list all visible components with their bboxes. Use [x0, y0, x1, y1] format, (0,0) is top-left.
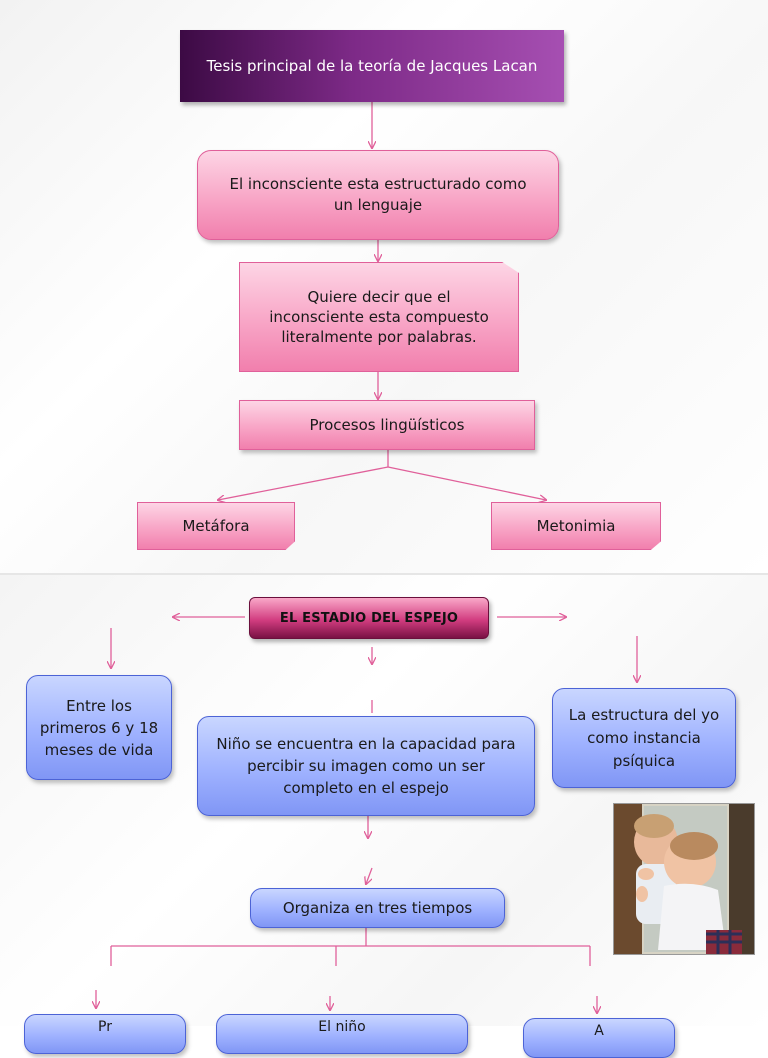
- node-estructura-yo: La estructura del yo como instancia psíq…: [552, 688, 736, 788]
- node-edad: Entre los primeros 6 y 18 meses de vida: [26, 675, 172, 780]
- node-tiempo-1: Pr: [24, 1014, 186, 1054]
- node-tiempo-3: A: [523, 1018, 675, 1058]
- node-nino-percibe: Niño se encuentra en la capacidad para p…: [197, 716, 535, 816]
- lacan-thesis-title: Tesis principal de la teoría de Jacques …: [180, 30, 564, 102]
- node-quiere-decir: Quiere decir que el inconsciente esta co…: [239, 262, 519, 372]
- node-organiza-tiempos: Organiza en tres tiempos: [250, 888, 505, 928]
- baby-mirror-photo: [613, 803, 755, 955]
- node-tiempo-2: El niño: [216, 1014, 468, 1054]
- node-metafora: Metáfora: [137, 502, 295, 550]
- baby-mirror-illustration: [614, 804, 754, 954]
- mirror-stage-title: EL ESTADIO DEL ESPEJO: [249, 597, 489, 639]
- node-procesos-linguisticos: Procesos lingüísticos: [239, 400, 535, 450]
- node-inconsciente: El inconsciente esta estructurado como u…: [197, 150, 559, 240]
- node-metonimia: Metonimia: [491, 502, 661, 550]
